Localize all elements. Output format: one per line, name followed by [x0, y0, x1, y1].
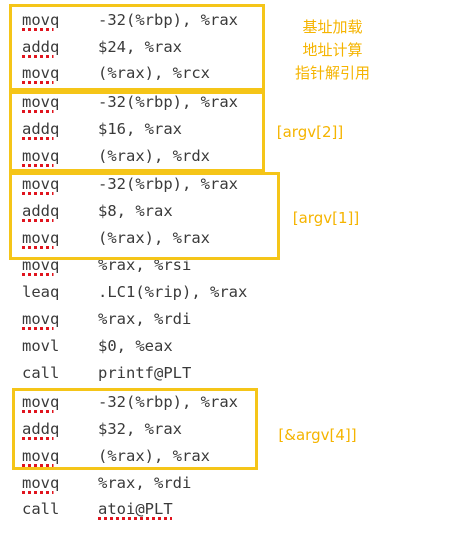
mnemonic: leaq [22, 283, 60, 301]
operands: (%rax), %rdx [98, 147, 210, 165]
mnemonic: addq [22, 420, 60, 438]
operands: printf@PLT [98, 364, 192, 382]
operands: atoi@PLT [98, 500, 173, 518]
mnemonic: movq [22, 447, 60, 465]
annotation-argv1: [argv[1]] [292, 209, 360, 227]
code-line: movq -32(%rbp), %rax [22, 10, 238, 30]
highlight-box-3 [9, 172, 280, 260]
operands: $0, %eax [98, 337, 173, 355]
code-line: addq $32, %rax [22, 419, 182, 439]
mnemonic: call [22, 364, 60, 382]
annotation-line: 地址计算 [302, 41, 363, 59]
mnemonic: addq [22, 38, 60, 56]
mnemonic: movq [22, 310, 60, 328]
operands: $16, %rax [98, 120, 182, 138]
operands: $32, %rax [98, 420, 182, 438]
code-line: movq %rax, %rdi [22, 309, 191, 329]
annotation-line: 基址加载 [302, 18, 363, 36]
operands: %rax, %rsi [98, 256, 192, 274]
mnemonic: movq [22, 256, 60, 274]
code-line: leaq .LC1(%rip), %rax [22, 282, 247, 302]
mnemonic: call [22, 500, 60, 518]
mnemonic: addq [22, 120, 60, 138]
code-line: movq %rax, %rsi [22, 255, 191, 275]
code-line: call atoi@PLT [22, 499, 173, 519]
annotation-argv2: [argv[2]] [276, 123, 344, 141]
mnemonic: movq [22, 93, 60, 111]
code-line: movq (%rax), %rcx [22, 63, 210, 83]
operands: (%rax), %rax [98, 229, 210, 247]
operands: -32(%rbp), %rax [98, 11, 238, 29]
highlight-box-2 [9, 91, 265, 172]
code-line: movq -32(%rbp), %rax [22, 392, 238, 412]
code-line: movl $0, %eax [22, 336, 173, 356]
annotation-line: 指针解引用 [294, 64, 370, 82]
annotation-argv4-address: [&argv[4]] [278, 426, 357, 444]
code-line: movq (%rax), %rax [22, 228, 210, 248]
mnemonic: movq [22, 11, 60, 29]
code-line: call printf@PLT [22, 363, 191, 383]
code-line: movq %rax, %rdi [22, 473, 191, 493]
mnemonic: addq [22, 202, 60, 220]
mnemonic: movl [22, 337, 60, 355]
highlight-box-1 [9, 4, 265, 91]
operands: $24, %rax [98, 38, 182, 56]
mnemonic: movq [22, 147, 60, 165]
code-line: movq -32(%rbp), %rax [22, 92, 238, 112]
operands: $8, %rax [98, 202, 173, 220]
code-line: addq $24, %rax [22, 37, 182, 57]
operands: %rax, %rdi [98, 310, 192, 328]
mnemonic: movq [22, 393, 60, 411]
operands: .LC1(%rip), %rax [98, 283, 248, 301]
operands: -32(%rbp), %rax [98, 393, 238, 411]
annotation-base-address: 基址加载 地址计算 指针解引用 [280, 16, 385, 85]
code-line: addq $16, %rax [22, 119, 182, 139]
code-line: addq $8, %rax [22, 201, 173, 221]
operands: -32(%rbp), %rax [98, 175, 238, 193]
mnemonic: movq [22, 474, 60, 492]
code-line: movq -32(%rbp), %rax [22, 174, 238, 194]
code-line: movq (%rax), %rax [22, 446, 210, 466]
operands: %rax, %rdi [98, 474, 192, 492]
highlight-box-4 [12, 388, 258, 470]
operands: (%rax), %rax [98, 447, 210, 465]
operands: -32(%rbp), %rax [98, 93, 238, 111]
mnemonic: movq [22, 175, 60, 193]
code-line: movq (%rax), %rdx [22, 146, 210, 166]
operands: (%rax), %rcx [98, 64, 210, 82]
mnemonic: movq [22, 229, 60, 247]
mnemonic: movq [22, 64, 60, 82]
